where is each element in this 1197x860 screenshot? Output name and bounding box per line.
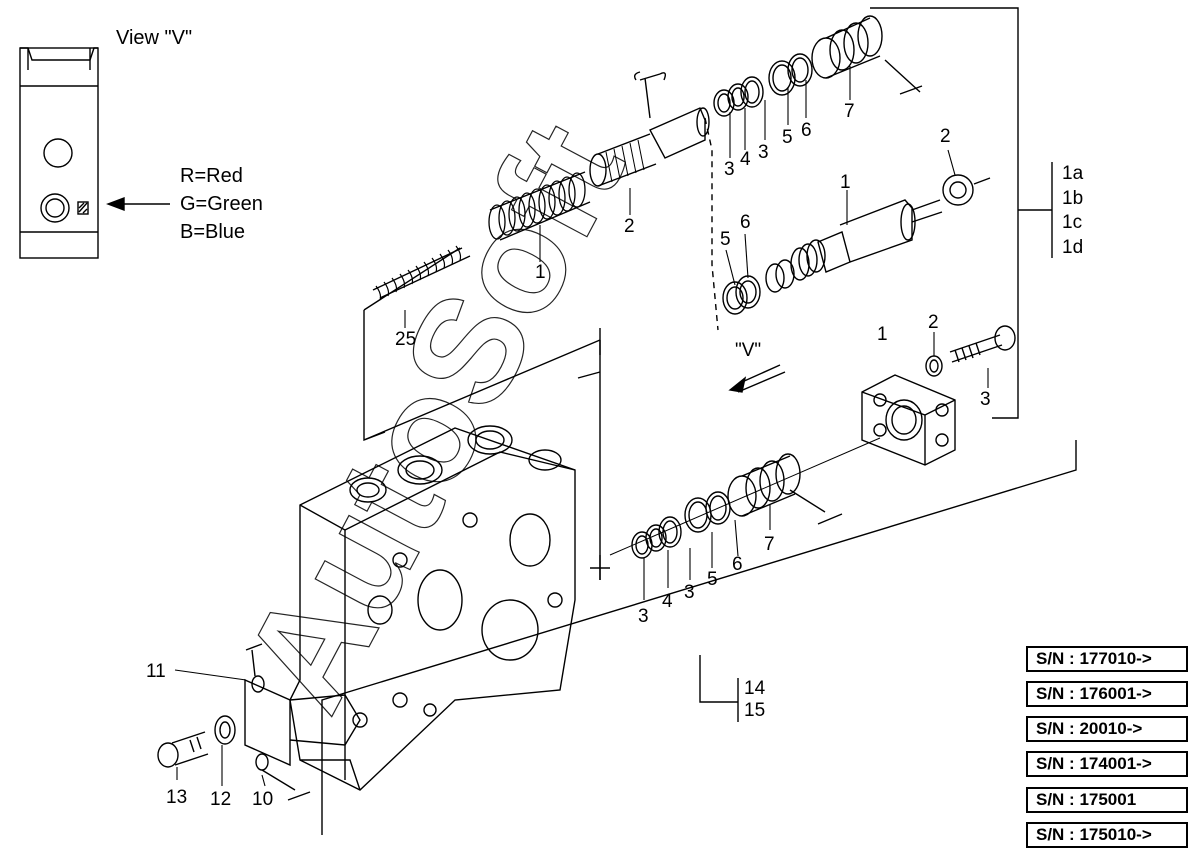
callout-3-bot-a: 3 [638, 606, 649, 627]
callout-3-bolt: 3 [980, 389, 991, 410]
dashed-leader-line [704, 117, 719, 331]
sleeve-2-part [589, 133, 657, 187]
callout-labels: 25 1 2 3 4 3 5 6 7 1 2 5 6 1 2 3 3 4 3 5… [146, 101, 991, 810]
callout-25: 25 [395, 329, 416, 350]
plug-11-part [244, 643, 291, 767]
legend-item-green: G=Green [180, 193, 263, 215]
callout-5-mid: 5 [720, 229, 731, 250]
bottom-seals-group [609, 437, 881, 559]
callout-1-flange: 1 [877, 324, 888, 345]
bolt-3-part [949, 325, 1016, 363]
washer-12-part [214, 715, 236, 745]
legend-arrow-icon [106, 196, 170, 212]
serial-number-box: S/N : 20010-> [1026, 716, 1188, 742]
group-label-1a: 1a [1062, 163, 1084, 184]
serial-number-box: S/N : 174001-> [1026, 751, 1188, 777]
callout-11: 11 [146, 661, 166, 682]
color-legend: R=Red G=Green B=Blue [180, 162, 263, 246]
group-bracket-1a-1d [870, 7, 1053, 419]
callout-2-sleeve: 2 [624, 216, 635, 237]
callout-3-bot-b: 3 [684, 582, 695, 603]
callout-1-spool: 1 [840, 172, 851, 193]
callout-2-nut: 2 [940, 126, 951, 147]
callout-3-top-b: 3 [758, 142, 769, 163]
callout-5-top: 5 [782, 127, 793, 148]
callout-1-spring: 1 [535, 262, 546, 283]
plug-10-part [255, 753, 311, 801]
callout-6-top: 6 [801, 120, 812, 141]
mid-spool-part [765, 199, 943, 293]
callout-13: 13 [166, 787, 187, 808]
view-v-marker: "V" [735, 340, 761, 361]
callout-7-bot: 7 [764, 534, 775, 555]
mid-rings-group [722, 275, 761, 315]
spool-end-part [633, 71, 710, 159]
group-bracket-14-15 [321, 440, 1077, 835]
legend-item-blue: B=Blue [180, 221, 246, 243]
callout-10: 10 [252, 789, 273, 810]
callout-3-top-a: 3 [724, 159, 735, 180]
flange-1-part [861, 374, 956, 466]
spring-1-part [488, 171, 591, 241]
callout-12: 12 [210, 789, 231, 810]
legend-item-red: R=Red [180, 165, 243, 187]
callout-6-bot: 6 [732, 554, 743, 575]
serial-number-box: S/N : 177010-> [1026, 646, 1188, 672]
washer-2-part [925, 355, 943, 377]
callout-2-washer: 2 [928, 312, 939, 333]
callout-leaders [174, 66, 989, 787]
group-label-1b: 1b [1062, 187, 1084, 209]
screw-13-part [157, 731, 209, 768]
watermark-text: AutoSoft [210, 97, 656, 735]
view-title: View "V" [116, 27, 193, 49]
group-label-14: 14 [744, 678, 766, 699]
top-seals-group [713, 15, 923, 117]
callout-4-top: 4 [740, 149, 751, 170]
valve-body-part [289, 425, 576, 791]
group-label-1d: 1d [1062, 236, 1084, 258]
callout-7-top: 7 [844, 101, 855, 122]
serial-number-box: S/N : 175010-> [1026, 822, 1188, 848]
serial-number-box: S/N : 175001 [1026, 787, 1188, 813]
frame-bracket [363, 247, 610, 580]
group-labels-1a-1d: 1a 1b 1c 1d [1062, 162, 1083, 260]
callout-5-bot: 5 [707, 569, 718, 590]
group-label-15: 15 [744, 700, 766, 721]
nut-2-part [942, 174, 991, 206]
view-v-valve-inset [19, 47, 99, 259]
group-label-1c: 1c [1062, 212, 1083, 233]
view-v-arrow-icon [728, 364, 786, 393]
group-labels-14-15: 14 15 [744, 678, 765, 722]
callout-4-bot: 4 [662, 591, 673, 612]
callout-6-mid: 6 [740, 212, 751, 233]
serial-number-box: S/N : 176001-> [1026, 681, 1188, 707]
